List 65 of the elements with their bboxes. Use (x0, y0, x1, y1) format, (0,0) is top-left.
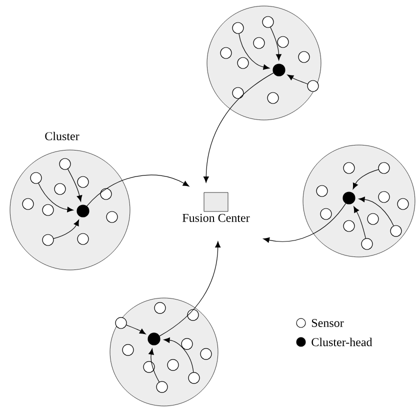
sensor-circle (220, 47, 232, 59)
cluster-label: Cluster (45, 132, 80, 140)
sensor-circle (54, 183, 66, 195)
fusion-center-box (182, 192, 250, 222)
sensor-circle (267, 92, 279, 104)
arrow (148, 348, 160, 382)
arrow (263, 203, 346, 243)
sensor-circle (187, 309, 199, 321)
sensor-circle (343, 162, 355, 174)
sensor-circle (77, 176, 89, 188)
sensor-circle (253, 37, 265, 49)
sensor-circle (361, 238, 373, 250)
arrow (352, 169, 379, 190)
sensor-circle (42, 204, 54, 216)
sensor-circle (378, 162, 390, 174)
sensor-circle (30, 172, 42, 184)
cluster-head-dot (76, 204, 90, 218)
cluster-head-dot (272, 64, 286, 76)
arrow (270, 26, 282, 60)
sensor-circle (200, 348, 212, 360)
arrow (238, 33, 270, 70)
sensor-circle (343, 220, 355, 232)
sensor-circle (167, 359, 179, 371)
arrow (358, 196, 394, 226)
sensor-circle (320, 208, 332, 220)
sensor-circle (262, 16, 274, 28)
sensor-circle (232, 87, 244, 99)
sensor-circle (237, 57, 249, 69)
arrow (203, 72, 274, 183)
arrow (287, 74, 308, 84)
arrow (164, 337, 194, 373)
sensor-circle (378, 191, 390, 203)
arrow (354, 206, 366, 239)
sensor-circle (298, 51, 310, 63)
sensor-circle (122, 344, 134, 356)
legend-label: Sensor (312, 318, 344, 327)
sensor-circle (106, 211, 118, 223)
sensor-circle (397, 198, 409, 210)
cluster-head-dot (148, 332, 160, 346)
sensor-circle (42, 234, 54, 246)
sensor-circle (115, 317, 127, 329)
sensor-circle (232, 22, 244, 34)
sensor-circle (156, 381, 168, 393)
sensor-circle (77, 233, 89, 245)
sensor-circle (59, 158, 71, 170)
sensor-circle (316, 185, 328, 197)
sensor-circle (188, 372, 200, 384)
sensor-circle (22, 198, 34, 210)
cluster-head-dot (342, 192, 356, 204)
sensor-circle (154, 302, 166, 314)
arrow (38, 182, 74, 212)
arrow (159, 241, 221, 336)
node-label: Fusion Center (182, 214, 250, 222)
sensor-circle (277, 36, 289, 48)
arrow (126, 324, 146, 334)
sensor-circle (307, 80, 319, 92)
arrow (53, 220, 80, 239)
arrow (68, 168, 82, 202)
legend-label: Cluster-head (312, 338, 372, 346)
sensor-circle (367, 213, 379, 225)
sensor-circle (181, 338, 193, 350)
sensor-circle (143, 361, 155, 373)
sensor-circle (390, 225, 402, 237)
arrow (86, 174, 190, 206)
sensor-circle (100, 188, 112, 200)
